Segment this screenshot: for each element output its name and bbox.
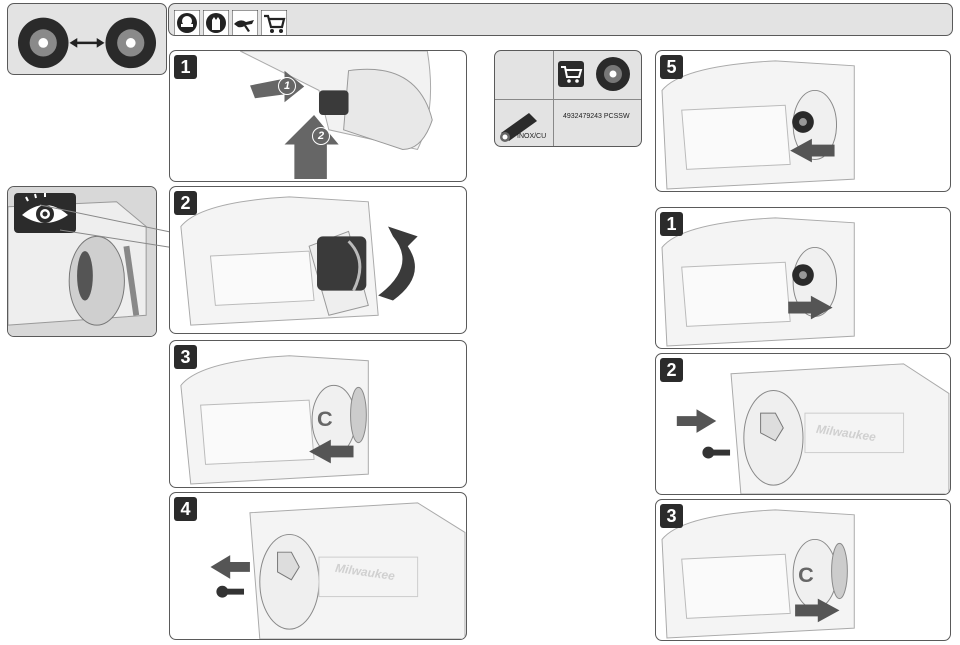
svg-text:C: C bbox=[317, 406, 333, 431]
step-panel-right-2: 2 Milwaukee bbox=[655, 353, 951, 495]
arrow-label-1: 1 bbox=[278, 77, 296, 95]
shopping-cart-icon bbox=[260, 9, 288, 35]
accessory-info-box: INOX/CU 4932479243 PCSSW bbox=[494, 50, 642, 147]
step-number: 1 bbox=[174, 55, 197, 79]
step-panel-right-1: 1 bbox=[655, 207, 951, 349]
accessory-cell-product bbox=[553, 51, 641, 100]
step-number: 5 bbox=[660, 55, 683, 79]
step-panel-left-4: 4 Milwaukee bbox=[169, 492, 467, 640]
pin-removal-illustration bbox=[210, 502, 466, 639]
material-label: INOX/CU bbox=[517, 133, 547, 140]
step-panel-left-3: 3 C bbox=[169, 340, 467, 488]
wheel-swap-panel bbox=[7, 3, 167, 75]
step-number: 1 bbox=[660, 212, 683, 236]
step-panel-right-5: 5 bbox=[655, 50, 951, 192]
accessory-cell-material bbox=[495, 99, 554, 146]
step-number: 3 bbox=[174, 345, 197, 369]
eye-icon bbox=[22, 193, 68, 223]
eye-icon-box bbox=[14, 193, 76, 233]
step-number: 3 bbox=[660, 504, 683, 528]
step-number: 2 bbox=[660, 358, 683, 382]
step-number: 2 bbox=[174, 191, 197, 215]
eye-protection-icon bbox=[173, 9, 201, 35]
part-number-label: 4932479243 PCSSW bbox=[563, 113, 630, 120]
step-panel-left-2: 2 bbox=[169, 186, 467, 334]
step-panel-right-3: 3 C bbox=[655, 499, 951, 641]
header-bar bbox=[168, 3, 953, 36]
accessory-cell-blank bbox=[495, 51, 554, 100]
wheel-swap-icon bbox=[17, 17, 157, 69]
arrow-label-2: 2 bbox=[312, 127, 330, 145]
eye-detail-panel bbox=[7, 186, 157, 337]
wheel-install-illustration bbox=[661, 60, 855, 190]
hand-pinch-warning-icon bbox=[231, 9, 259, 35]
wheel-slide-in-illustration bbox=[661, 217, 855, 347]
glove-icon bbox=[202, 9, 230, 35]
wheel-slide-illustration: C bbox=[180, 355, 369, 485]
step-number: 4 bbox=[174, 497, 197, 521]
step-panel-left-1: 1 1 2 bbox=[169, 50, 467, 182]
wheel-lock-illustration: C bbox=[661, 509, 855, 639]
svg-text:C: C bbox=[798, 562, 814, 587]
cover-rotate-illustration bbox=[180, 196, 418, 326]
battery-removal-illustration bbox=[239, 51, 433, 180]
pipe-icon bbox=[500, 113, 537, 142]
pin-insert-illustration bbox=[676, 363, 950, 494]
